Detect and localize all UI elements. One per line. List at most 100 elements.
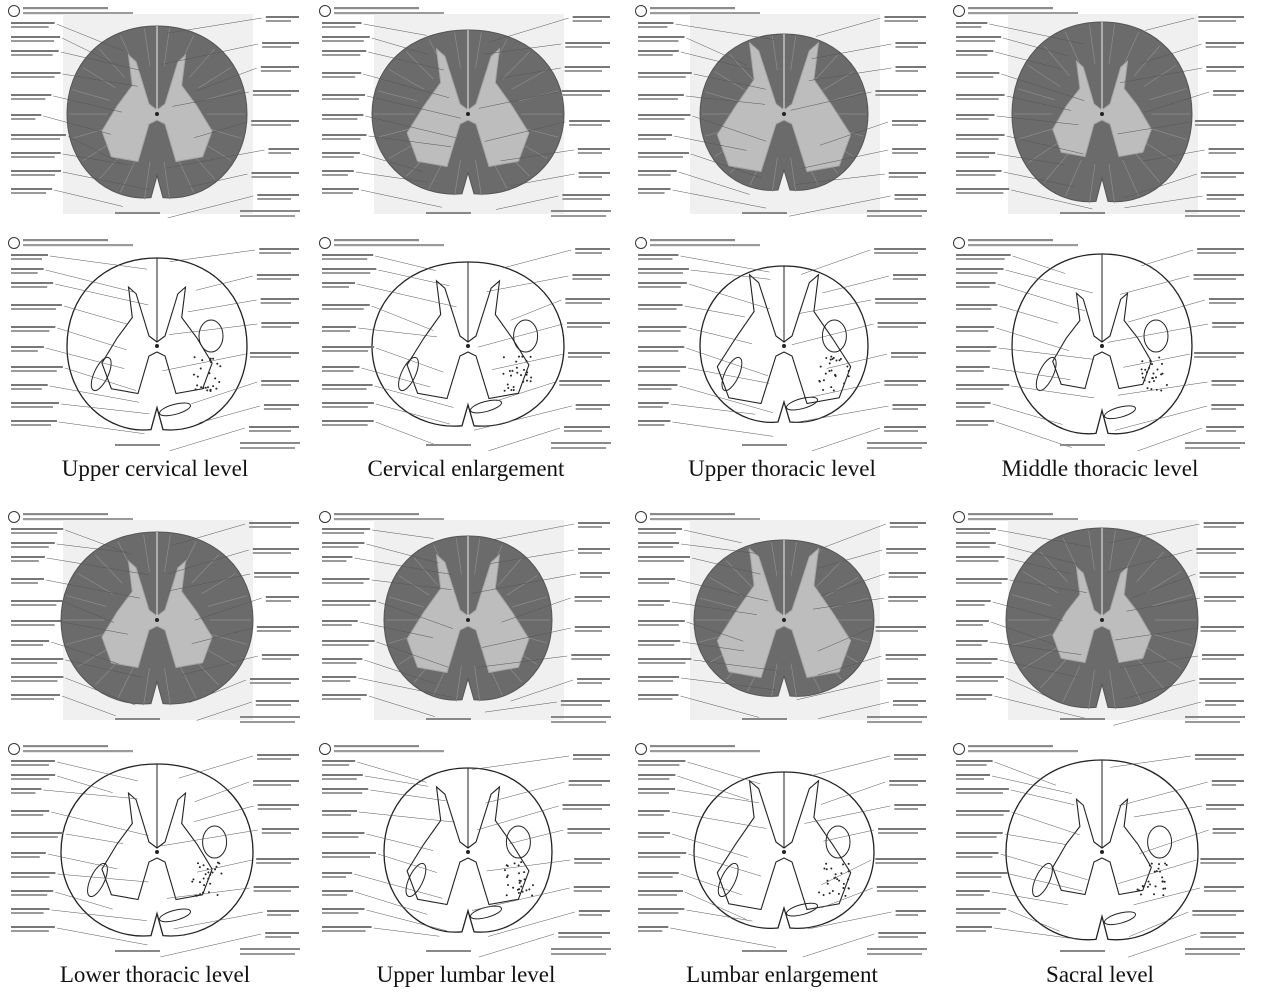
fiber-dot: [214, 377, 216, 379]
central-canal: [155, 112, 159, 116]
label-text-line: [638, 604, 664, 606]
label-text-line: [1200, 936, 1236, 938]
label-text-line: [638, 578, 675, 580]
label-text-line: [638, 582, 669, 584]
label-text-line: [11, 188, 52, 190]
label-text-line: [638, 926, 668, 928]
label-text-line: [638, 792, 669, 794]
label-text-line: [1206, 70, 1236, 72]
label-text-line: [261, 322, 299, 324]
fiber-dot: [218, 381, 220, 383]
label-text-line: [1206, 804, 1244, 806]
label-text-line: [956, 254, 1011, 256]
label-text-line: [322, 856, 370, 858]
leader-line: [170, 428, 245, 451]
label-text-line: [1206, 430, 1236, 432]
fiber-dot: [848, 863, 850, 865]
institution-seal-icon: [954, 238, 965, 249]
institution-seal-icon: [636, 6, 647, 17]
fiber-dot: [1144, 369, 1146, 371]
fiber-dot: [202, 387, 204, 389]
fiber-dot: [833, 389, 835, 391]
label-text-line: [262, 828, 299, 830]
header-text-line: [968, 745, 1053, 747]
label-text-line: [11, 532, 57, 534]
fiber-dot: [835, 360, 837, 362]
label-text-line: [256, 862, 291, 864]
schematic-diagram: [5, 740, 305, 962]
label-text-line: [888, 600, 918, 602]
fiber-dot: [502, 373, 504, 375]
label-text-line: [322, 152, 360, 154]
label-text-line: [11, 268, 44, 270]
fiber-dot: [200, 368, 202, 370]
label-text-line: [638, 286, 681, 288]
histology-section: [950, 2, 1250, 224]
fiber-dot: [828, 370, 830, 372]
label-text-line: [1205, 704, 1236, 706]
label-text-line: [261, 298, 299, 300]
fiber-dot: [842, 887, 844, 889]
label-text-line: [261, 66, 299, 68]
header-text-line: [650, 244, 760, 246]
header-text-line: [334, 745, 419, 747]
fiber-dot: [1150, 388, 1152, 390]
label-text-line: [322, 930, 366, 932]
label-text-line: [878, 828, 926, 830]
label-text-line: [322, 254, 373, 256]
label-text-line: [11, 36, 60, 38]
central-canal: [1100, 850, 1104, 854]
label-text-line: [1209, 298, 1244, 300]
label-text-line: [884, 430, 918, 432]
label-text-line: [893, 278, 918, 280]
label-text-line: [575, 600, 602, 602]
label-text-line: [638, 930, 662, 932]
fiber-dot: [844, 895, 846, 897]
legend-text-line: [240, 210, 300, 212]
label-text-line: [262, 42, 299, 44]
label-text-line: [956, 50, 993, 52]
label-text-line: [11, 258, 42, 260]
institution-seal-icon: [9, 512, 20, 523]
label-text-line: [875, 298, 926, 300]
label-text-line: [322, 402, 374, 404]
panel-caption: Upper thoracic level: [632, 456, 932, 482]
label-text-line: [638, 330, 681, 332]
label-text-line: [956, 346, 997, 348]
fiber-dot: [1142, 886, 1144, 888]
schematic-diagram: [632, 740, 932, 962]
fiber-dot: [846, 366, 848, 368]
label-text-line: [258, 804, 299, 806]
label-text-line: [267, 914, 291, 916]
label-text-line: [1197, 252, 1236, 254]
label-text-line: [638, 114, 690, 116]
label-text-line: [249, 526, 291, 528]
fiber-dot: [191, 881, 193, 883]
fiber-dot: [192, 878, 194, 880]
fiber-dot: [203, 884, 205, 886]
label-text-line: [567, 832, 602, 834]
label-text-line: [322, 644, 369, 646]
label-text-line: [572, 278, 602, 280]
label-text-line: [11, 50, 59, 52]
label-text-line: [562, 194, 610, 196]
label-text-line: [1201, 630, 1236, 632]
label-text-line: [638, 350, 678, 352]
label-text-line: [1212, 780, 1244, 782]
label-text-line: [1206, 66, 1244, 68]
central-canal: [466, 344, 470, 348]
label-text-line: [322, 528, 370, 530]
label-text-line: [1196, 548, 1244, 550]
label-text-line: [11, 890, 53, 892]
label-text-line: [956, 402, 991, 404]
label-text-line: [322, 94, 365, 96]
label-text-line: [322, 774, 363, 776]
label-text-line: [956, 810, 1010, 812]
label-text-line: [573, 16, 610, 18]
label-text-line: [11, 384, 48, 386]
header-text-line: [968, 518, 1078, 520]
central-canal: [155, 850, 159, 854]
legend-text-line: [551, 948, 611, 950]
label-text-line: [567, 326, 602, 328]
label-text-line: [268, 148, 299, 150]
